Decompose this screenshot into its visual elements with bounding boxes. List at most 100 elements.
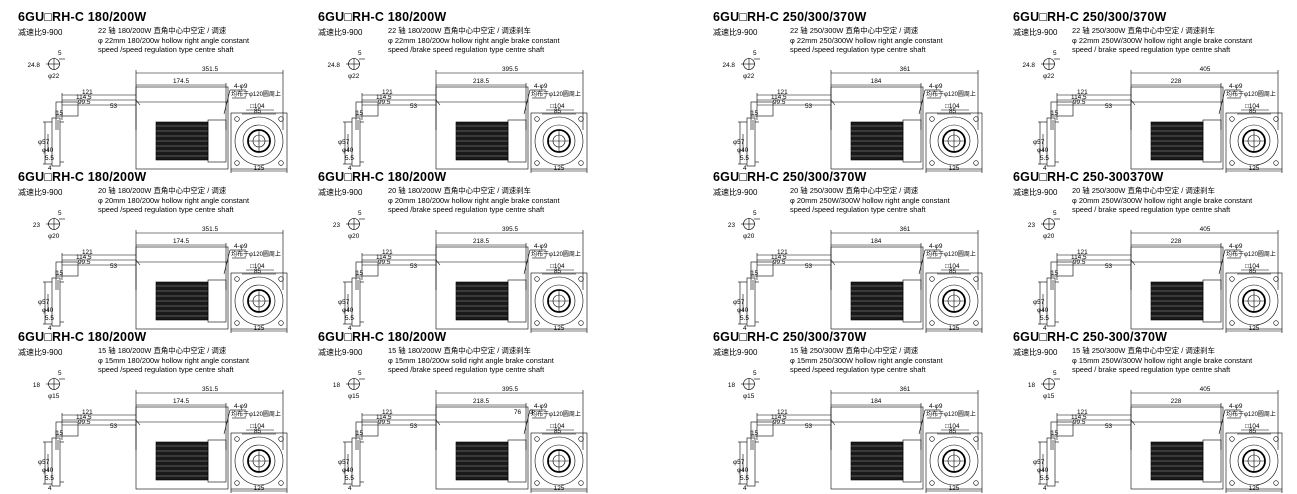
body-length: 184 xyxy=(871,238,882,245)
reduction-ratio: 减速比9-900 xyxy=(713,28,758,37)
dim-4: 4 xyxy=(743,485,747,492)
hole-count: 4-φ9 xyxy=(929,243,943,250)
drawing-panel-8: 6GU□RH-C 250-300370W 减速比9-900 20 轴 250/3… xyxy=(1013,170,1297,333)
gearhead-front xyxy=(1225,272,1283,330)
dim-99-5: 99.5 xyxy=(78,259,91,266)
dim-99-5: 99.5 xyxy=(773,99,786,106)
shaft-description: 20 轴 180/200W 直角中心中空定 / 调速 φ 20mm 180/20… xyxy=(98,186,249,215)
dim-114-5: 114.5 xyxy=(771,414,787,421)
pcd-note: 均布于φ120圆周上 xyxy=(1226,90,1276,98)
dim-4: 4 xyxy=(1043,325,1047,332)
dim-4: 4 xyxy=(1043,165,1047,172)
dim-53: 53 xyxy=(110,423,118,430)
dim-15: 15 xyxy=(751,270,759,277)
model-title: 6GU□RH-C 250-300/370W xyxy=(1013,330,1168,344)
dim-99-5: 99.5 xyxy=(1073,99,1086,106)
shaft-key-dim: 23 xyxy=(33,222,41,229)
gearhead-front xyxy=(230,272,288,330)
shaft-key-dim: 18 xyxy=(33,382,41,389)
shaft-description: 20 轴 180/200W 直角中心中空定 / 调速刹车 φ 20mm 180/… xyxy=(388,186,560,215)
key-width-dim: 5 xyxy=(753,50,757,57)
mount-hole xyxy=(278,320,284,326)
reduction-ratio: 减速比9-900 xyxy=(18,188,63,197)
mount-hole xyxy=(1229,480,1235,486)
dim-57: φ57 xyxy=(38,459,50,466)
drawing-panel-4: 6GU□RH-C 250/300/370W 减速比9-900 22 轴 250/… xyxy=(1013,10,1297,173)
description-en-line1: φ 20mm 250W/300W hollow right angle cons… xyxy=(790,195,950,205)
key-width-dim: 5 xyxy=(358,210,362,217)
description-en-line1: φ 22mm 250W/300W hollow right angle brak… xyxy=(1072,35,1253,45)
gearhead-front xyxy=(925,432,983,490)
dim-53: 53 xyxy=(410,103,418,110)
dim-125: 125 xyxy=(949,325,960,332)
dim-99-5: 99.5 xyxy=(78,419,91,426)
dim-4: 4 xyxy=(48,325,52,332)
mount-hole xyxy=(1273,160,1279,166)
model-title: 6GU□RH-C 180/200W xyxy=(318,170,447,184)
dim-53: 53 xyxy=(1105,103,1113,110)
reduction-ratio: 减速比9-900 xyxy=(318,188,363,197)
dim-4: 4 xyxy=(743,165,747,172)
square-104: □104 xyxy=(945,263,960,270)
dim-121: 121 xyxy=(382,409,393,416)
shaft-description: 22 轴 250/300W 直角中心中空定 / 调速 φ 22mm 250/30… xyxy=(790,26,943,55)
mount-hole xyxy=(578,160,584,166)
mount-hole xyxy=(1229,116,1235,122)
key-width-dim: 5 xyxy=(1053,50,1057,57)
reduction-ratio: 减速比9-900 xyxy=(1013,188,1058,197)
overall-length: 405 xyxy=(1200,386,1211,393)
pcd-note: 均布于φ120圆周上 xyxy=(1226,250,1276,258)
shaft-description: 22 轴 250/300W 直角中心中空定 / 调速刹车 φ 22mm 250W… xyxy=(1072,26,1252,55)
description-en-line1: φ 22mm 180/200w hollow right angle brake… xyxy=(388,35,560,45)
reduction-ratio: 减速比9-900 xyxy=(1013,348,1058,357)
description-en-line1: φ 15mm 180/200w hollow right angle const… xyxy=(98,355,250,365)
model-title: 6GU□RH-C 180/200W xyxy=(18,170,147,184)
description-cn: 15 轴 180/200W 直角中心中空定 / 调速 xyxy=(98,346,227,355)
dim-15: 15 xyxy=(751,430,759,437)
mount-hole xyxy=(1229,276,1235,282)
description-en-line2: speed /brake speed regulation type centr… xyxy=(388,365,545,375)
dim-99-5: 99.5 xyxy=(378,259,391,266)
pcd-note: 均布于φ120圆周上 xyxy=(531,410,581,418)
dim-121: 121 xyxy=(777,249,788,256)
dim-40: φ40 xyxy=(737,147,749,154)
model-title: 6GU□RH-C 180/200W xyxy=(318,10,447,24)
description-en-line1: φ 22mm 250/300W hollow right angle const… xyxy=(790,35,943,45)
mount-hole xyxy=(1229,160,1235,166)
mount-hole xyxy=(534,320,540,326)
motor-body xyxy=(435,406,529,490)
shaft-key-dim: 18 xyxy=(728,382,736,389)
dim-15: 15 xyxy=(1051,110,1059,117)
dim-40: φ40 xyxy=(1037,147,1049,154)
dim-125: 125 xyxy=(254,485,265,492)
mount-hole xyxy=(578,480,584,486)
dim-125: 125 xyxy=(1249,485,1260,492)
shaft-diameter-dim: φ15 xyxy=(48,393,60,400)
mount-hole xyxy=(1273,436,1279,442)
dim-53: 53 xyxy=(110,263,118,270)
dim-40: φ40 xyxy=(342,147,354,154)
gearhead-front xyxy=(230,112,288,170)
dim-125: 125 xyxy=(254,325,265,332)
dimension-drawing: 24.8 5 φ22 121 114.5 99.5 53 15 φ57 φ40 … xyxy=(28,50,288,173)
dim-15: 15 xyxy=(56,270,64,277)
dim-15: 15 xyxy=(1051,430,1059,437)
reduction-ratio: 减速比9-900 xyxy=(713,348,758,357)
square-104: □104 xyxy=(550,103,565,110)
dimension-drawing: 18 5 φ15 121 114.5 99.5 53 15 φ57 φ40 5.… xyxy=(1028,370,1283,493)
dim-121: 121 xyxy=(82,249,93,256)
dim-85: 85 xyxy=(554,268,562,275)
pcd-note: 均布于φ120圆周上 xyxy=(231,90,281,98)
dim-57: φ57 xyxy=(38,299,50,306)
shaft-description: 20 轴 250/300W 直角中心中空定 / 调速 φ 20mm 250W/3… xyxy=(790,186,950,215)
description-en-line1: φ 20mm 180/200w hollow right angle brake… xyxy=(388,195,560,205)
description-en-line1: φ 22mm 180/200w hollow right angle const… xyxy=(98,35,250,45)
mount-hole xyxy=(534,160,540,166)
dim-114-5: 114.5 xyxy=(76,414,92,421)
dimension-drawing: 23 5 φ20 121 114.5 99.5 53 15 φ57 φ40 5.… xyxy=(728,210,983,333)
dim-15: 15 xyxy=(356,430,364,437)
dimension-drawing: 18 5 φ15 121 114.5 99.5 53 15 φ57 φ40 5.… xyxy=(33,370,288,493)
shaft-key-dim: 24.8 xyxy=(723,62,736,69)
dim-5-5: 5.5 xyxy=(45,315,54,322)
model-title: 6GU□RH-C 180/200W xyxy=(18,10,147,24)
